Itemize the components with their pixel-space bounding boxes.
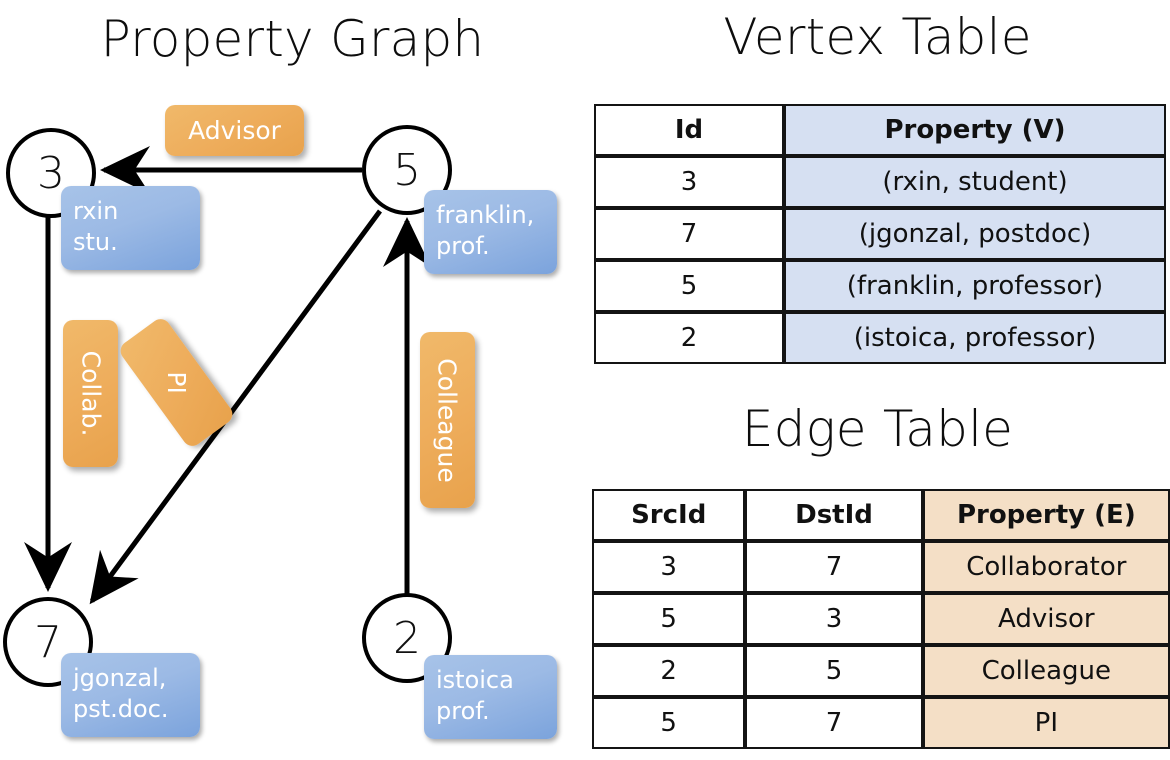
vertex-property-5-line2: prof.	[436, 232, 490, 260]
vertex-node-3-label: 3	[37, 147, 65, 199]
table-row[interactable]: 3 7 Collaborator	[592, 541, 1170, 593]
vertex-property-2-line1: istoica	[436, 666, 514, 694]
edge-label-colleague-text: Colleague	[433, 357, 463, 483]
vertex-node-7-label: 7	[34, 616, 62, 668]
vertex-property-2-line2: prof.	[436, 697, 490, 725]
vertex-node-2-label: 2	[393, 612, 421, 664]
edge-row-0-property: Collaborator	[922, 541, 1170, 593]
table-row[interactable]: 5 (franklin, professor)	[594, 260, 1166, 312]
vertex-node-3[interactable]: 3	[6, 128, 96, 218]
edge-table-header-property: Property (E)	[922, 489, 1170, 541]
vertex-row-2-property: (franklin, professor)	[784, 260, 1166, 312]
edge-row-3-property: PI	[922, 697, 1170, 749]
edge-row-3-dst: 7	[745, 697, 923, 749]
edge-row-0-dst: 7	[745, 541, 923, 593]
vertex-property-3-line1: rxin	[73, 197, 119, 225]
vertex-property-3-line2: stu.	[73, 228, 118, 256]
edge-row-2-dst: 5	[745, 645, 923, 697]
vertex-property-box-3: rxin stu.	[61, 186, 200, 270]
edge-table-header-srcid: SrcId	[592, 489, 746, 541]
edge-table: SrcId DstId Property (E) 3 7 Collaborato…	[592, 489, 1170, 749]
edge-row-2-src: 2	[592, 645, 746, 697]
edge-row-3-src: 5	[592, 697, 746, 749]
vertex-property-5-line1: franklin,	[436, 201, 535, 229]
edge-label-collab-text: Collab.	[76, 350, 105, 437]
table-row[interactable]: 5 3 Advisor	[592, 593, 1170, 645]
edge-label-advisor-text: Advisor	[188, 116, 281, 145]
edge-row-1-src: 5	[592, 593, 746, 645]
vertex-table-header-row: Id Property (V)	[594, 104, 1166, 156]
vertex-row-1-id: 7	[594, 208, 784, 260]
edge-label-collab: Collab.	[63, 320, 118, 467]
edge-label-pi-text: PI	[161, 371, 191, 394]
edge-row-2-property: Colleague	[922, 645, 1170, 697]
vertex-property-box-7: jgonzal, pst.doc.	[61, 653, 200, 737]
table-row[interactable]: 7 (jgonzal, postdoc)	[594, 208, 1166, 260]
table-row[interactable]: 5 7 PI	[592, 697, 1170, 749]
vertex-table-header-property: Property (V)	[784, 104, 1166, 156]
vertex-property-box-5: franklin, prof.	[424, 190, 557, 274]
edge-row-1-dst: 3	[745, 593, 923, 645]
table-row[interactable]: 2 5 Colleague	[592, 645, 1170, 697]
edge-label-advisor: Advisor	[165, 105, 304, 156]
table-row[interactable]: 2 (istoica, professor)	[594, 312, 1166, 364]
edge-row-1-property: Advisor	[922, 593, 1170, 645]
vertex-row-0-id: 3	[594, 156, 784, 208]
edge-5-to-7	[89, 209, 383, 605]
edge-table-header-dstid: DstId	[745, 489, 923, 541]
page-title-property-graph: Property Graph	[100, 10, 485, 68]
property-graph-diagram: 3 5 7 2 rxin stu. franklin, prof. jgonza…	[0, 80, 585, 760]
vertex-property-box-2: istoica prof.	[424, 655, 557, 739]
table-row[interactable]: 3 (rxin, student)	[594, 156, 1166, 208]
vertex-table: Id Property (V) 3 (rxin, student) 7 (jgo…	[594, 104, 1166, 364]
graph-edges	[23, 145, 432, 605]
vertex-row-0-property: (rxin, student)	[784, 156, 1166, 208]
page-title-vertex-table: Vertex Table	[723, 8, 1032, 66]
vertex-property-7-line2: pst.doc.	[73, 695, 169, 723]
vertex-node-5[interactable]: 5	[362, 125, 452, 215]
page-title-edge-table: Edge Table	[741, 400, 1014, 458]
vertex-property-7-line1: jgonzal,	[73, 664, 167, 692]
edge-row-0-src: 3	[592, 541, 746, 593]
edge-table-header-row: SrcId DstId Property (E)	[592, 489, 1170, 541]
vertex-node-5-label: 5	[393, 144, 421, 196]
vertex-row-3-id: 2	[594, 312, 784, 364]
edge-label-colleague: Colleague	[420, 332, 475, 508]
vertex-row-2-id: 5	[594, 260, 784, 312]
vertex-table-header-id: Id	[594, 104, 784, 156]
vertex-row-3-property: (istoica, professor)	[784, 312, 1166, 364]
vertex-row-1-property: (jgonzal, postdoc)	[784, 208, 1166, 260]
